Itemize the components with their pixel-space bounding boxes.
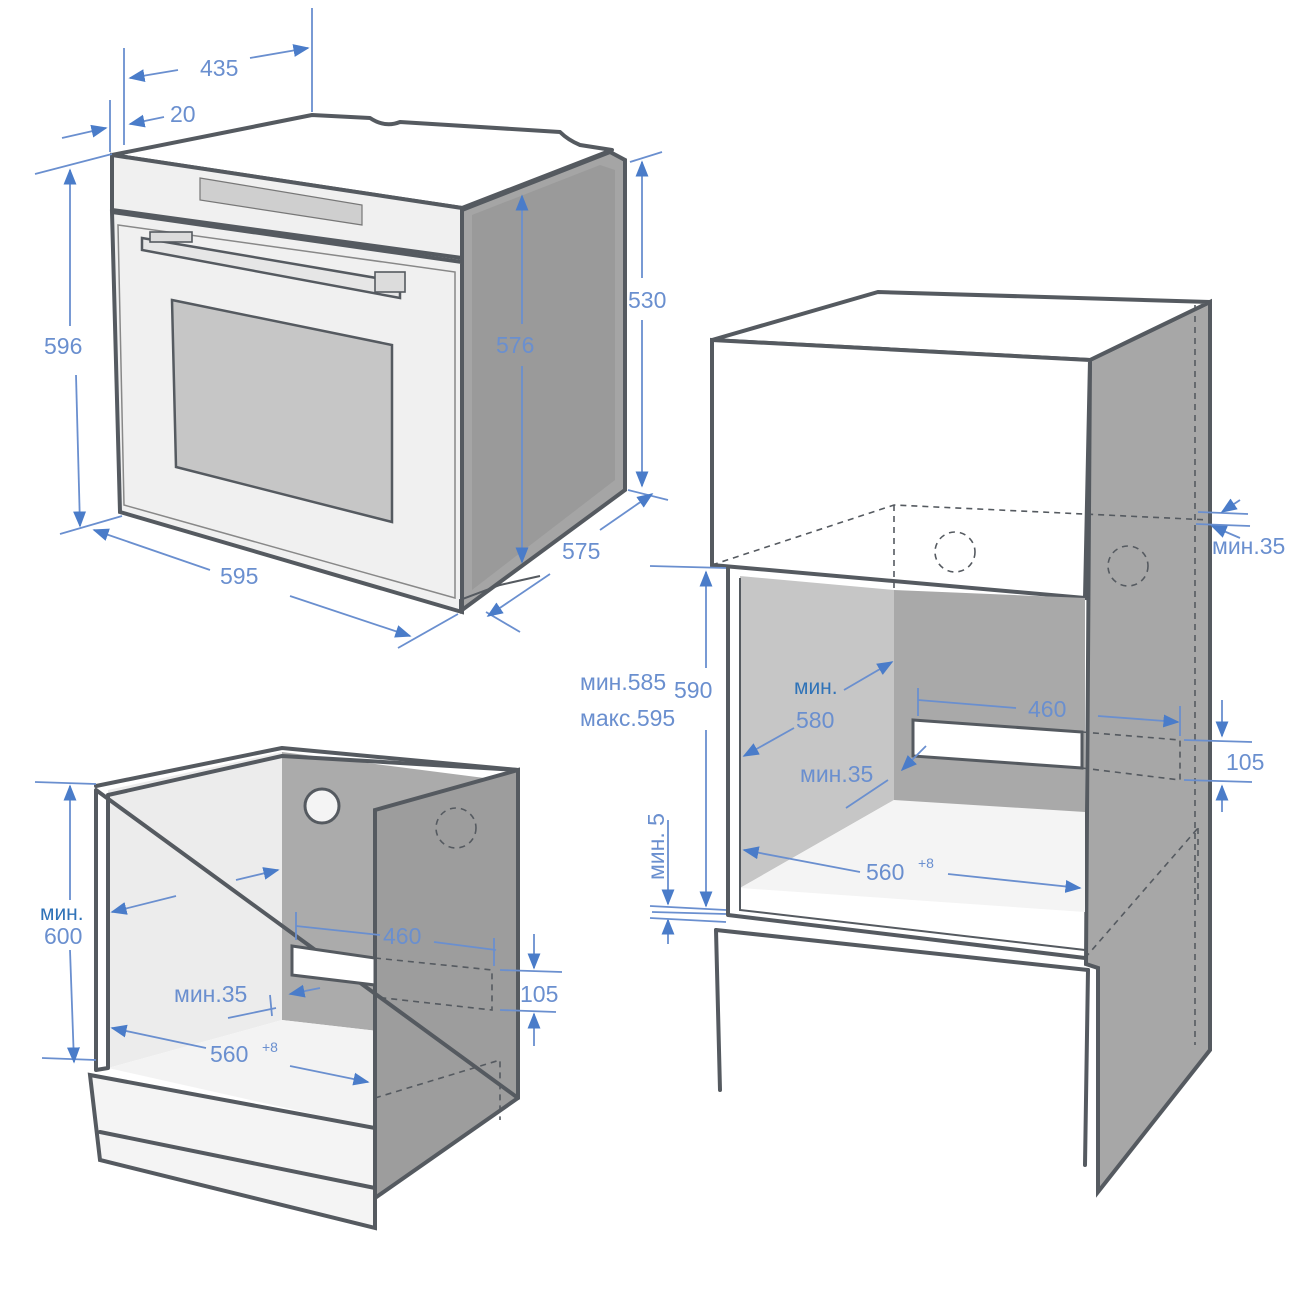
column-hole-hidden-2 [1107, 545, 1149, 587]
oven-depth-label: 575 [562, 538, 600, 564]
column-niche-frame [726, 566, 1087, 960]
column-vent-slot [911, 718, 1084, 770]
under-cabinet-plinth [87, 1072, 377, 1231]
oven-front-panel-label: 20 [170, 101, 196, 127]
column-max-height-label: макс.595 [580, 705, 675, 731]
oven-dimensions: 435 20 596 595 575 576 530 [34, 8, 669, 649]
column-cabinet-dimensions: мин.35 590 мин.585 макс.595 мин. 580 460… [580, 498, 1285, 944]
under-cabinet-outline [94, 754, 520, 1100]
under-cabinet-left-wall [108, 752, 282, 1068]
oven-body-height-label: 576 [496, 332, 534, 358]
column-top-front [710, 337, 1093, 601]
oven-height-label: 596 [44, 333, 82, 359]
under-counter-cabinet [87, 746, 520, 1231]
oven-window [170, 298, 394, 524]
under-cabinet-right-panel [373, 767, 520, 1202]
column-vent-height-label: 105 [1226, 749, 1264, 775]
column-vent-clearance-label: мин.35 [800, 761, 873, 787]
under-vent-width-label: 460 [383, 923, 421, 949]
oven-handle [140, 236, 402, 300]
column-vent-width-label: 460 [1028, 696, 1066, 722]
oven-width-label: 595 [220, 563, 258, 589]
oven-drawing [109, 113, 627, 615]
under-cabinet-hole [303, 787, 341, 825]
oven-display [199, 177, 363, 226]
column-right-panel [1083, 298, 1212, 1198]
under-niche-width-label: 560 [210, 1041, 248, 1067]
column-niche-floor [740, 800, 1085, 912]
oven-door-inner [117, 224, 456, 599]
column-depth-min-label: мин. [794, 676, 838, 699]
under-min-height-label: 600 [44, 923, 82, 949]
column-niche-width-label: 560 [866, 859, 904, 885]
oven-handle-bracket-right [374, 271, 406, 293]
column-depth-label: 580 [796, 707, 834, 733]
column-base [716, 930, 1088, 1165]
column-cabinet [710, 289, 1212, 1198]
column-top-gap-label: мин.35 [1212, 533, 1285, 559]
under-vent-height-label: 105 [520, 981, 558, 1007]
column-niche-height-label: 590 [674, 677, 712, 703]
oven-handle-bracket-left [149, 231, 193, 243]
oven-side-height-label: 530 [628, 287, 666, 313]
under-cabinet-dimensions: мин. 600 460 105 мин.35 560 +8 [34, 781, 563, 1086]
column-min-height-label: мин.585 [580, 669, 666, 695]
under-cabinet-top-edge [94, 746, 520, 788]
under-cabinet-hole-hidden [435, 807, 477, 849]
under-niche-tolerance-label: +8 [262, 1039, 278, 1055]
under-cabinet-vent-slot [290, 944, 377, 987]
oven-top [110, 113, 614, 210]
oven-top-depth-label: 435 [200, 55, 238, 81]
oven-side-inner [472, 165, 615, 590]
under-vent-clearance-label: мин.35 [174, 981, 247, 1007]
oven-base-edge [459, 575, 541, 612]
column-hole-hidden-1 [934, 531, 976, 573]
under-min-label: мин. [40, 902, 84, 925]
column-bottom-gap-label: мин. 5 [643, 813, 669, 880]
column-niche-tolerance-label: +8 [918, 855, 934, 871]
column-niche-left [740, 576, 894, 888]
